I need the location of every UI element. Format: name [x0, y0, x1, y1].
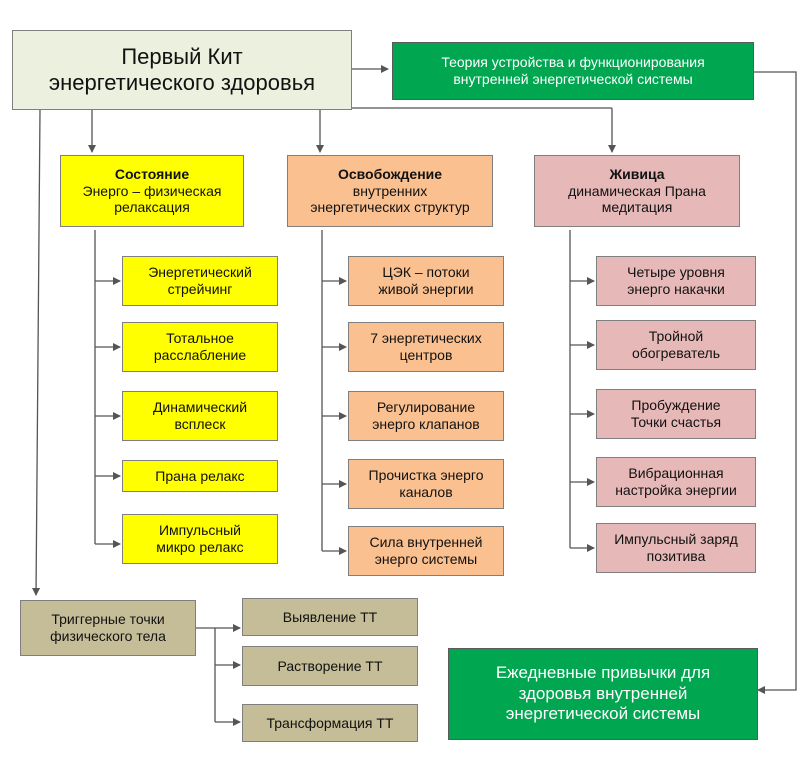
col3-header: Живица динамическая Прана медитация [534, 155, 740, 227]
col1-title: Состояние [114, 165, 190, 182]
triggers-box: Триггерные точки физического тела [20, 600, 196, 656]
theory-box: Теория устройства и функционирования вну… [392, 42, 754, 100]
root-box: Первый Кит энергетического здоровья [12, 30, 352, 110]
col2-sub2: энергетических структур [310, 199, 470, 216]
trigger-item: Растворение ТТ [242, 646, 418, 686]
col3-sub2: медитация [601, 199, 673, 216]
habits-line3: энергетической системы [505, 704, 701, 724]
col2-header: Освобождение внутренних энергетических с… [287, 155, 493, 227]
trigger-item: Трансформация ТТ [242, 704, 418, 742]
arrow-theory-habits [754, 71, 797, 694]
root-line1: Первый Кит [121, 43, 243, 69]
theory-line2: внутренней энергетической системы [453, 71, 693, 87]
col3-title: Живица [609, 165, 665, 182]
trigger-item: Выявление ТТ [242, 598, 418, 636]
habits-line2: здоровья внутренней [518, 683, 688, 703]
col1-sub2: релаксация [114, 199, 190, 216]
arrow-root-triggers [32, 109, 41, 596]
triggers-line2: физического тела [50, 628, 166, 644]
triggers-line1: Триггерные точки [51, 611, 165, 628]
col3-sub1: динамическая Прана [568, 182, 706, 199]
col1-sub1: Энерго – физическая [82, 182, 222, 199]
col1-header: Состояние Энерго – физическая релаксация [60, 155, 244, 227]
root-line2: энергетического здоровья [48, 70, 316, 95]
col2-title: Освобождение [337, 165, 443, 182]
theory-line1: Теория устройства и функционирования [441, 54, 705, 71]
col2-sub1: внутренних [352, 182, 428, 199]
habits-line1: Ежедневные привычки для [495, 663, 711, 683]
habits-box: Ежедневные привычки для здоровья внутрен… [448, 648, 758, 740]
col1-item: Прана релакс [122, 460, 278, 492]
